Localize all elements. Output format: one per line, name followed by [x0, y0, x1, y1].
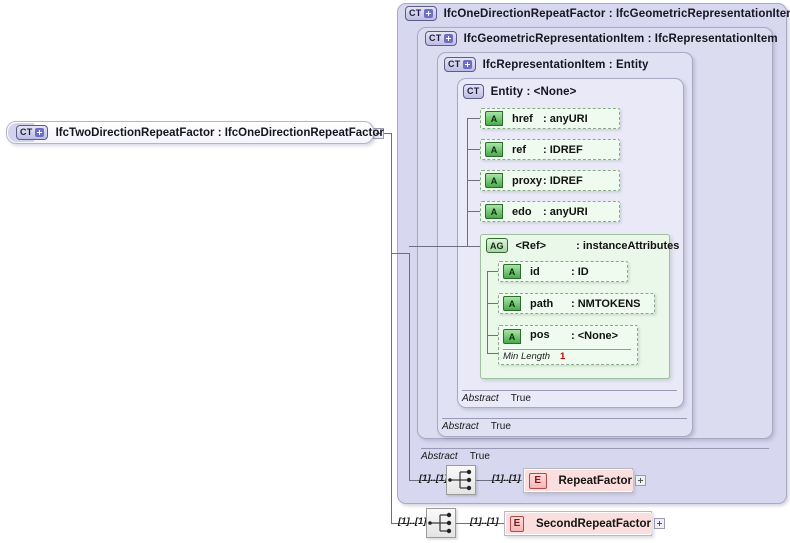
connector	[467, 246, 480, 247]
connector	[487, 303, 498, 304]
panel-title-ifconedirectionrepeatfactor: CT IfcOneDirectionRepeatFactor : IfcGeom…	[405, 6, 790, 21]
attribute-group-header[interactable]: AG <Ref> : instanceAttributes	[486, 238, 679, 253]
connector	[487, 335, 498, 336]
attribute-name: pos	[530, 329, 550, 341]
connector	[409, 253, 410, 480]
panel-title-ifcrepresentationitem: CT IfcRepresentationItem : Entity	[444, 57, 649, 72]
attribute-name: ref	[512, 143, 527, 156]
abstract-label: Abstract	[442, 421, 479, 432]
attribute-icon: A	[485, 204, 503, 219]
panel-title-label: Entity : <None>	[490, 85, 577, 98]
connector	[429, 246, 449, 247]
attribute-type: : NMTOKENS	[571, 297, 641, 310]
complextype-plus-icon[interactable]: CT	[425, 31, 457, 46]
facet-value: 1	[560, 351, 566, 362]
attribute-row[interactable]: A pos : <None>	[498, 325, 638, 365]
attribute-type: : IDREF	[543, 143, 583, 156]
sequence-compositor-icon[interactable]	[446, 465, 476, 495]
attribute-row[interactable]: A edo : anyURI	[480, 201, 620, 222]
attribute-row[interactable]: A proxy : IDREF	[480, 170, 620, 191]
attribute-group-name: <Ref>	[515, 239, 547, 252]
abstract-value: True	[490, 421, 511, 432]
attribute-type: : anyURI	[543, 205, 588, 218]
attribute-name: edo	[512, 205, 532, 218]
connector	[476, 480, 522, 481]
complextype-plus-icon[interactable]: CT	[405, 6, 437, 21]
attribute-icon: A	[503, 329, 521, 344]
connector	[409, 246, 429, 247]
element-fill	[525, 470, 633, 491]
element-icon: E	[510, 515, 524, 532]
abstract-value: True	[510, 393, 531, 404]
element-expand-toggle[interactable]	[635, 475, 646, 486]
abstract-row-ifcgeometricrepresentationitem: Abstract True	[442, 418, 687, 432]
panel-title-label: IfcRepresentationItem : Entity	[482, 58, 649, 71]
connector	[384, 133, 392, 134]
connector	[449, 246, 467, 247]
abstract-label: Abstract	[462, 393, 499, 404]
element-label: SecondRepeatFactor	[535, 517, 651, 530]
attribute-name: proxy	[512, 174, 542, 187]
abstract-label: Abstract	[421, 451, 458, 462]
sequence-compositor-icon[interactable]	[426, 508, 456, 538]
sequence-glyph	[448, 469, 472, 491]
attribute-icon: A	[485, 111, 503, 126]
attribute-row[interactable]: A path : NMTOKENS	[498, 293, 655, 314]
attribute-type: : <None>	[571, 330, 619, 342]
element-label: RepeatFactor	[558, 474, 633, 487]
connector	[487, 271, 498, 272]
abstract-row-ifconedirectionrepeatfactor: Abstract True	[421, 448, 769, 462]
attribute-icon: A	[485, 173, 503, 188]
attribute-row[interactable]: A href : anyURI	[480, 108, 620, 129]
complextype-plus-icon[interactable]: CT	[444, 57, 476, 72]
connector	[487, 271, 488, 353]
connector	[391, 133, 392, 523]
complextype-icon[interactable]: CT	[463, 84, 484, 99]
element-expand-toggle[interactable]	[654, 518, 665, 529]
panel-title-label: IfcOneDirectionRepeatFactor : IfcGeometr…	[443, 7, 790, 20]
panel-title-label: IfcGeometricRepresentationItem : IfcRepr…	[463, 32, 778, 45]
element-box-repeatfactor[interactable]: E RepeatFactor	[523, 468, 633, 493]
attribute-group-type: : instanceAttributes	[576, 239, 680, 252]
attribute-icon: A	[503, 264, 521, 279]
attribute-icon: A	[503, 296, 521, 311]
cardinality-right: [1]..[1]	[492, 473, 521, 484]
attribute-name: id	[530, 265, 540, 278]
connector	[391, 523, 417, 524]
cardinality-left: [1]..[1]	[398, 516, 427, 527]
element-box-secondrepeatfactor[interactable]: E SecondRepeatFactor	[504, 511, 652, 536]
attribute-type: : anyURI	[543, 112, 588, 125]
connector	[467, 211, 480, 212]
root-node-label: IfcTwoDirectionRepeatFactor : IfcOneDire…	[55, 126, 384, 139]
abstract-row-ifcrepresentationitem: Abstract True	[462, 390, 677, 404]
complextype-plus-icon[interactable]: CT	[16, 125, 48, 140]
attribute-name: href	[512, 112, 533, 125]
attribute-icon: A	[485, 142, 503, 157]
connector	[391, 253, 409, 254]
connector	[467, 180, 480, 181]
connector	[409, 480, 445, 481]
attribute-group-icon: AG	[486, 238, 508, 253]
panel-title-ifcgeometricrepresentationitem: CT IfcGeometricRepresentationItem : IfcR…	[425, 31, 778, 46]
connector	[467, 118, 480, 119]
connector	[456, 523, 504, 524]
sequence-glyph	[428, 512, 452, 534]
panel-title-entity: CT Entity : <None>	[463, 84, 576, 99]
cardinality-left: [1]..[1]	[419, 473, 448, 484]
connector	[467, 149, 480, 150]
element-fill	[506, 513, 652, 534]
element-icon: E	[529, 472, 547, 489]
attribute-row[interactable]: A ref : IDREF	[480, 139, 620, 160]
facet-min-length: Min Length 1	[503, 349, 631, 362]
attribute-type: : IDREF	[543, 174, 583, 187]
attribute-row[interactable]: A id : ID	[498, 261, 628, 282]
attribute-name: path	[530, 297, 554, 310]
root-node-ifctwodirectionrepeatfactor[interactable]: CT IfcTwoDirectionRepeatFactor : IfcOneD…	[6, 121, 384, 144]
connector	[487, 353, 498, 354]
attribute-type: : ID	[571, 265, 589, 278]
abstract-value: True	[469, 451, 490, 462]
facet-label: Min Length	[503, 351, 551, 362]
cardinality-right: [1]..[1]	[470, 516, 499, 527]
connector	[467, 118, 468, 246]
